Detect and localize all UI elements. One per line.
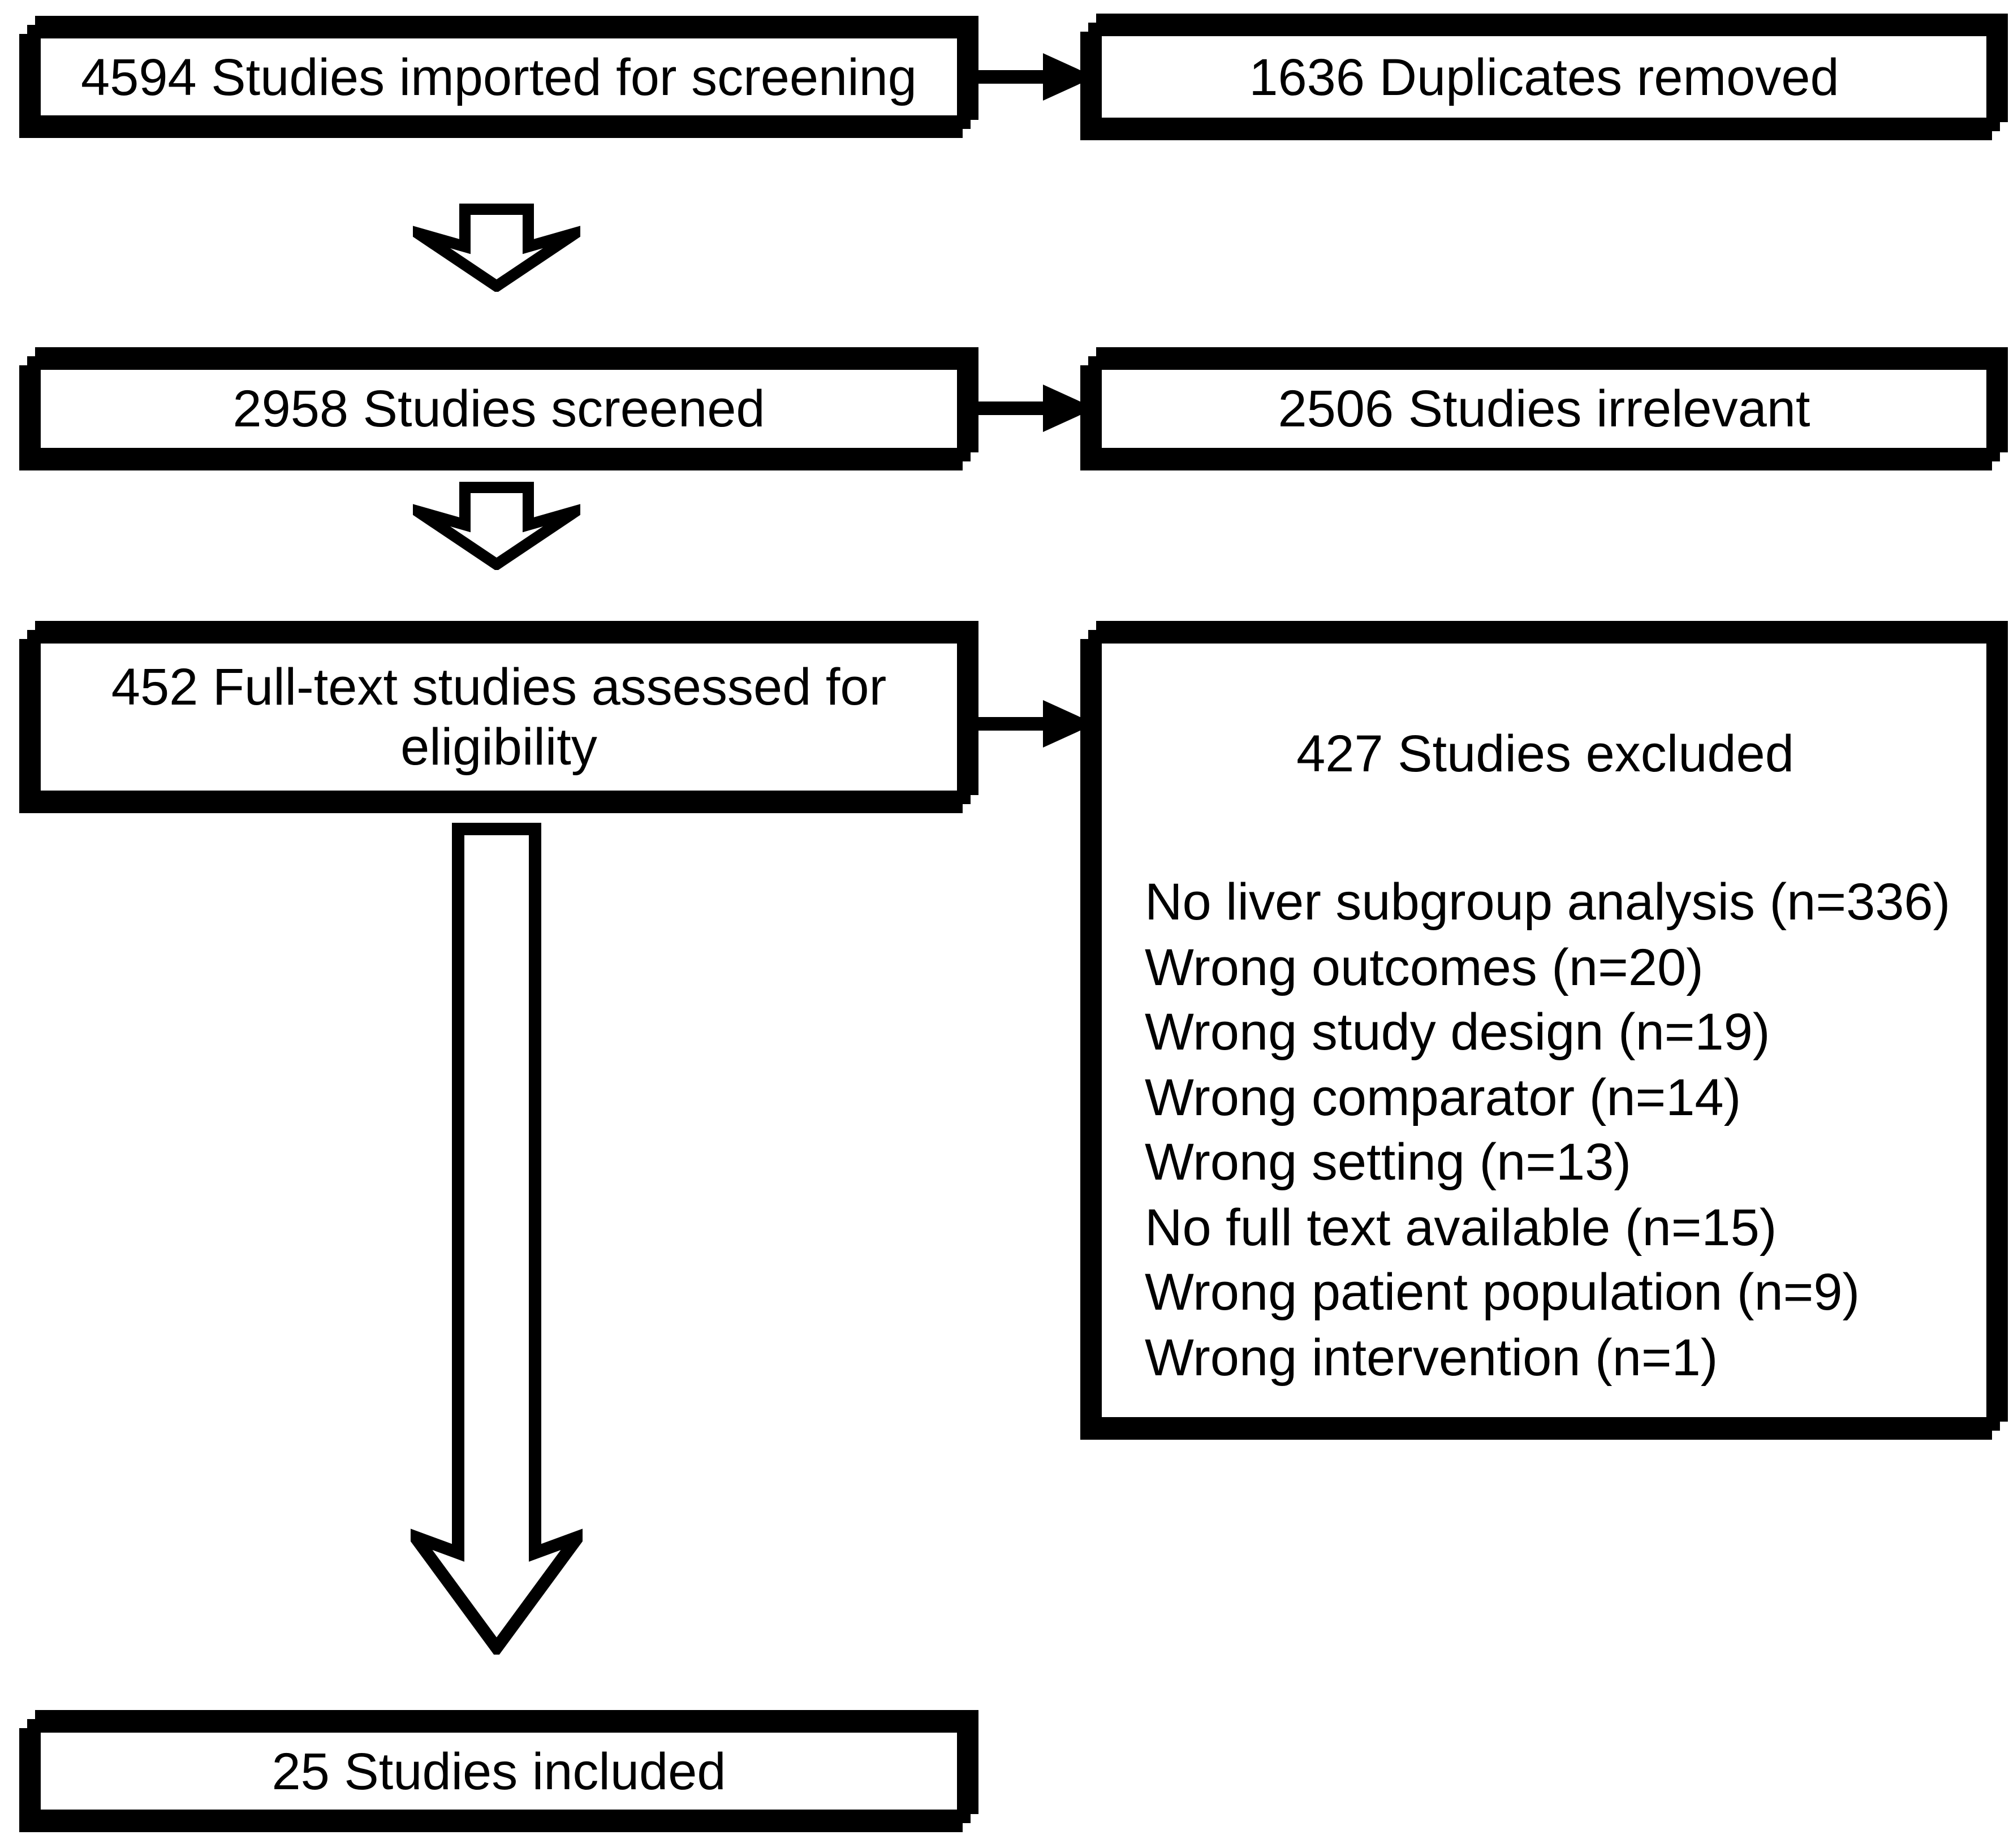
box-studies-imported-label: 4594 Studies imported for screening bbox=[81, 47, 917, 106]
box-studies-screened: 2958 Studies screened bbox=[27, 356, 971, 461]
box-duplicates-removed-label: 1636 Duplicates removed bbox=[1249, 47, 1839, 106]
box-studies-irrelevant: 2506 Studies irrelevant bbox=[1088, 356, 2000, 461]
right-arrow-icon bbox=[964, 52, 1095, 102]
excluded-reason: No full text available (n=15) bbox=[1145, 1197, 1777, 1257]
excluded-reason: Wrong patient population (n=9) bbox=[1145, 1262, 1860, 1322]
box-studies-irrelevant-label: 2506 Studies irrelevant bbox=[1278, 379, 1810, 438]
excluded-reason: Wrong outcomes (n=20) bbox=[1145, 937, 1704, 996]
excluded-reason: Wrong study design (n=19) bbox=[1145, 1002, 1770, 1061]
down-arrow-icon bbox=[413, 482, 580, 570]
right-arrow-icon bbox=[964, 699, 1095, 749]
box-duplicates-removed: 1636 Duplicates removed bbox=[1088, 23, 2000, 131]
down-arrow-icon bbox=[413, 204, 580, 292]
excluded-title: 427 Studies excluded bbox=[1296, 724, 1794, 783]
box-fulltext-assessed: 452 Full-text studies assessed for eligi… bbox=[27, 630, 971, 804]
box-studies-excluded: 427 Studies excluded No liver subgroup a… bbox=[1088, 630, 2000, 1431]
excluded-reason: No liver subgroup analysis (n=336) bbox=[1145, 872, 1951, 931]
right-arrow-icon bbox=[964, 383, 1095, 433]
box-studies-screened-label: 2958 Studies screened bbox=[232, 379, 765, 438]
excluded-reason: Wrong comparator (n=14) bbox=[1145, 1067, 1741, 1126]
excluded-reason-list: No liver subgroup analysis (n=336) Wrong… bbox=[1145, 870, 1951, 1391]
long-down-arrow-icon bbox=[411, 822, 583, 1655]
excluded-reason: Wrong intervention (n=1) bbox=[1145, 1327, 1718, 1387]
box-studies-imported: 4594 Studies imported for screening bbox=[27, 25, 971, 129]
box-fulltext-assessed-line1: 452 Full-text studies assessed for bbox=[111, 657, 887, 716]
box-fulltext-assessed-line2: eligibility bbox=[400, 717, 597, 776]
box-studies-included-label: 25 Studies included bbox=[271, 1741, 726, 1800]
excluded-reason: Wrong setting (n=13) bbox=[1145, 1132, 1631, 1191]
box-studies-included: 25 Studies included bbox=[27, 1719, 971, 1823]
